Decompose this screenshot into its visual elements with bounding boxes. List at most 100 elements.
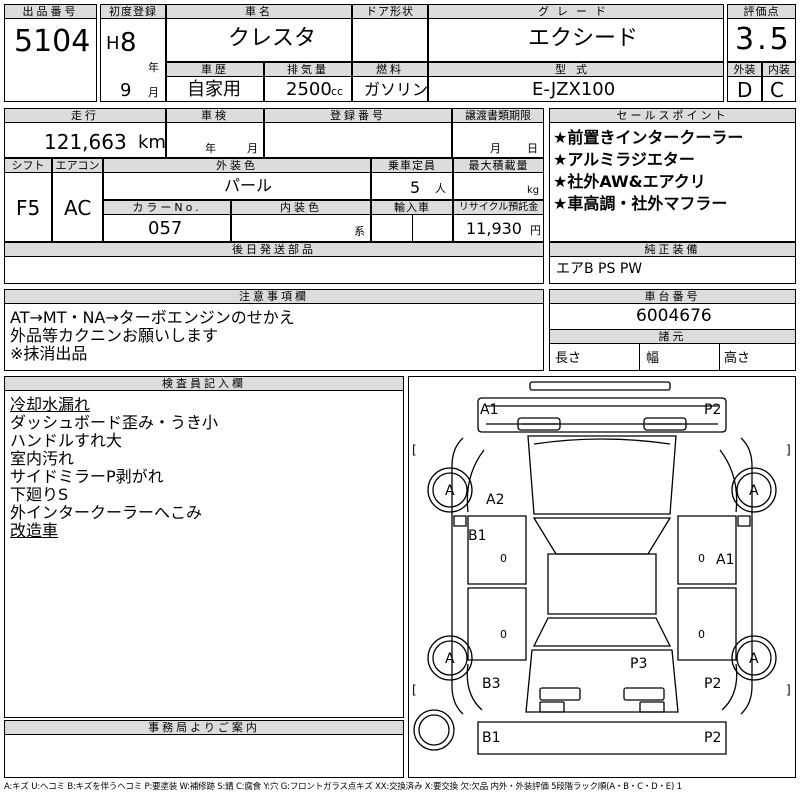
inspector-note: 室内汚れ [10,449,75,468]
interior-color-header: 内装色 [231,200,371,215]
zero-mark: 0 [500,628,507,641]
max-load-header: 最大積載量 [453,158,544,173]
wheel-fl-shape [427,467,473,513]
lot-number-box [4,4,97,102]
mark-wheel-fl: A [445,483,455,499]
recycle-header: リサイクル預託金 [453,200,544,215]
displacement-unit: cc [331,85,344,98]
bracket-left-top: [ [412,443,417,457]
left-doors-shape [467,515,527,661]
car-diagram: A1 P2 A2 B1 A1 P3 B3 P2 B1 P2 A A A A [ … [412,381,791,755]
import-header: 輸入車 [371,200,453,215]
mark-a1-right-doors: A1 [716,552,734,568]
aircon-header: エアコン [52,158,103,173]
zero-mark: 0 [500,552,507,565]
car-name: クレスタ [228,26,317,51]
displacement-header: 排気量 [264,62,352,77]
exterior-grade: D [737,78,753,102]
sales-points-header: セールスポイント [549,108,796,123]
displacement: 2500 [286,79,332,100]
wheel-rl-shape [427,635,473,681]
first-registration-year: 8 [120,28,137,58]
chassis-number: 6004676 [636,306,712,326]
legend: A:キズ U:ヘコミ B:キズを伴うヘコミ P:要塗装 W:補修跡 S:錆 C:… [4,782,682,792]
inspector-note: ダッシュボード歪み・うき小 [10,413,219,432]
roof-shape [547,553,657,615]
inspector-note: 外インタークーラーへこみ [10,503,203,522]
office-header: 事務局よりご案内 [4,720,404,735]
wheel-fr-shape [731,467,777,513]
import-divider [412,215,413,242]
bracket-left-bottom: [ [412,683,417,697]
mark-a1-front-left: A1 [480,402,498,418]
door-type-header: ドア形状 [352,4,428,19]
transfer-doc-header: 譲渡書類期限 [452,108,544,123]
model-code-header: 型式 [428,62,724,77]
inspection-month-unit: 月 [247,142,258,155]
capacity-unit: 人 [435,182,446,195]
wheel-rr-shape [731,635,777,681]
later-parts-header: 後日発送部品 [4,242,544,257]
front-bumper-shape [477,397,727,433]
windshield-shape [532,517,672,555]
trunk-shape [525,649,679,713]
capacity: 5 [410,178,421,197]
mileage-header: 走行 [4,108,166,123]
color-no-header: カラーNo. [103,200,231,215]
score-header: 評価点 [727,4,796,19]
inspector-notes: 冷却水漏れ ダッシュボード歪み・うき小 ハンドルすれ大 室内汚れ サイドミラーP… [10,396,218,540]
year-unit: 年 [148,61,159,74]
zero-mark: 0 [698,628,705,641]
mark-p2-front-right: P2 [704,402,721,418]
shift: F5 [16,196,41,220]
model-code: E-JZX100 [532,79,616,100]
first-registration-month: 9 [120,80,132,101]
spec-length-label: 長さ [555,351,582,366]
rear-bumper-shape [477,721,727,755]
history-header: 車歴 [166,62,264,77]
sales-point-item: ★車高調・社外マフラー [553,194,728,213]
capacity-header: 乗車定員 [371,158,453,173]
zero-mark: 0 [698,552,705,565]
specs-header: 諸元 [549,329,796,344]
mark-a2-hood: A2 [486,492,504,508]
inspection-year-unit: 年 [205,142,216,155]
left-taillight-shape [539,687,581,701]
inspector-note: 下廻りS [10,485,69,504]
mark-p2-rear-bumper: P2 [704,730,721,746]
inspector-header: 検査員記入欄 [4,376,404,391]
exterior-header: 外装 [727,62,762,77]
sales-points-list: ★前置きインタークーラー ★アルミラジエター ★社外AW&エアクリ ★車高調・社… [553,127,743,215]
car-name-header: 車名 [166,4,352,19]
right-headlight-shape [643,417,687,431]
specs-divider [639,344,640,371]
sales-point-item: ★前置きインタークーラー [553,128,744,147]
notes-header: 注意事項欄 [4,289,544,304]
chassis-header: 車台番号 [549,289,796,304]
inspector-note: ハンドルすれ大 [10,431,123,450]
spec-width-label: 幅 [646,351,660,366]
transfer-day-unit: 日 [527,142,538,155]
mark-p3-trunk: P3 [630,656,647,672]
first-registration-box [100,4,166,102]
sales-point-item: ★アルミラジエター [553,150,695,169]
first-registration-header: 初度登録 [100,4,166,19]
rear-window-shape [532,617,672,647]
note-line: AT→MT・NA→ターボエンジンのせかえ [10,308,295,327]
right-doors-shape [677,515,737,661]
interior-color-unit: 系 [354,225,365,238]
mark-p2-rear-right: P2 [704,676,721,692]
mark-wheel-rr: A [749,651,759,667]
inspection-header: 車検 [166,108,264,123]
color-no: 057 [148,218,183,239]
history: 自家用 [187,79,241,100]
recycle-amount: 11,930 [466,219,522,238]
bracket-right-bottom: ] [786,683,791,697]
mileage-unit: km [138,132,166,153]
factory-equipment-header: 純正装備 [549,242,796,257]
mark-b3-rear-left: B3 [482,676,501,692]
aircon: AC [64,196,92,220]
specs-divider [719,344,720,371]
spare-tire-shape [413,709,455,751]
body-color-header: 外装色 [103,158,371,173]
